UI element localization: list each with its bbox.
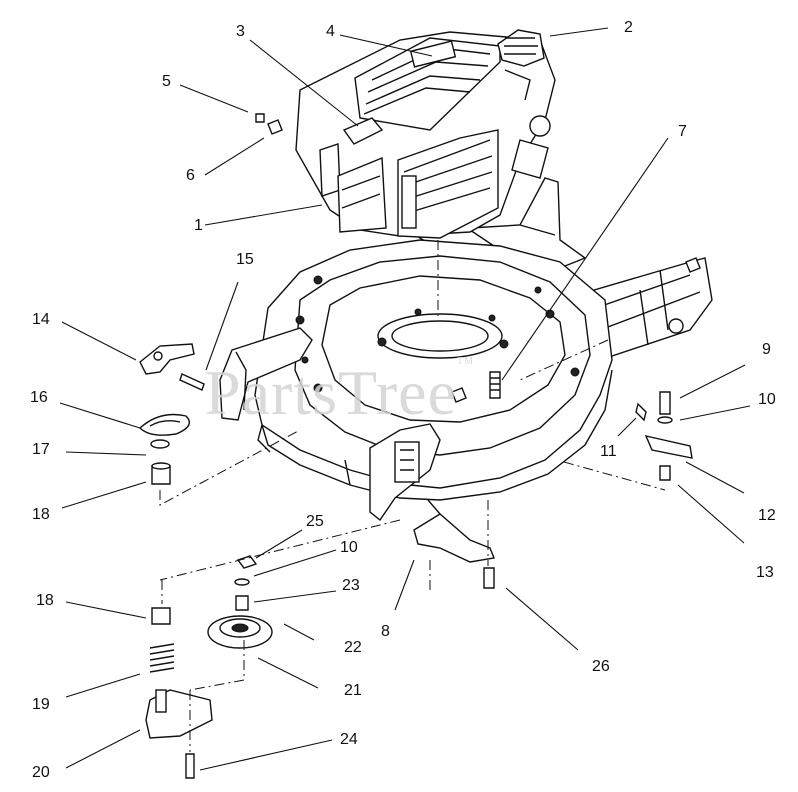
leader-lines bbox=[59, 27, 751, 771]
callout-17: 17 bbox=[32, 441, 50, 458]
callout-7: 7 bbox=[678, 123, 687, 140]
callout-16: 16 bbox=[30, 389, 48, 406]
callout-26: 26 bbox=[592, 658, 610, 675]
callout-4: 4 bbox=[326, 23, 335, 40]
callout-24: 24 bbox=[340, 731, 358, 748]
callout-13: 13 bbox=[756, 564, 774, 581]
callout-10-lower: 10 bbox=[340, 539, 358, 556]
callout-5: 5 bbox=[162, 73, 171, 90]
callout-12: 12 bbox=[758, 507, 776, 524]
callout-14: 14 bbox=[32, 311, 50, 328]
callout-20: 20 bbox=[32, 764, 50, 781]
callout-3: 3 bbox=[236, 23, 245, 40]
callout-22: 22 bbox=[344, 639, 362, 656]
callout-9: 9 bbox=[762, 341, 771, 358]
mower-deck bbox=[219, 177, 713, 522]
small-parts bbox=[138, 113, 693, 779]
callout-10-right: 10 bbox=[758, 391, 776, 408]
callout-18-lower: 18 bbox=[36, 592, 54, 609]
watermark: PartsTreeTM bbox=[205, 356, 474, 428]
callout-6: 6 bbox=[186, 167, 195, 184]
callout-18-upper: 18 bbox=[32, 506, 50, 523]
callout-21: 21 bbox=[344, 682, 362, 699]
callout-11: 11 bbox=[600, 443, 617, 460]
callout-19: 19 bbox=[32, 696, 50, 713]
callout-8: 8 bbox=[381, 623, 390, 640]
callout-15: 15 bbox=[236, 251, 254, 268]
assembly-lines bbox=[159, 240, 666, 752]
engine bbox=[295, 29, 556, 239]
callout-23: 23 bbox=[342, 577, 360, 594]
callout-25: 25 bbox=[306, 513, 324, 530]
callout-1: 1 bbox=[194, 217, 203, 234]
callout-2: 2 bbox=[624, 19, 633, 36]
